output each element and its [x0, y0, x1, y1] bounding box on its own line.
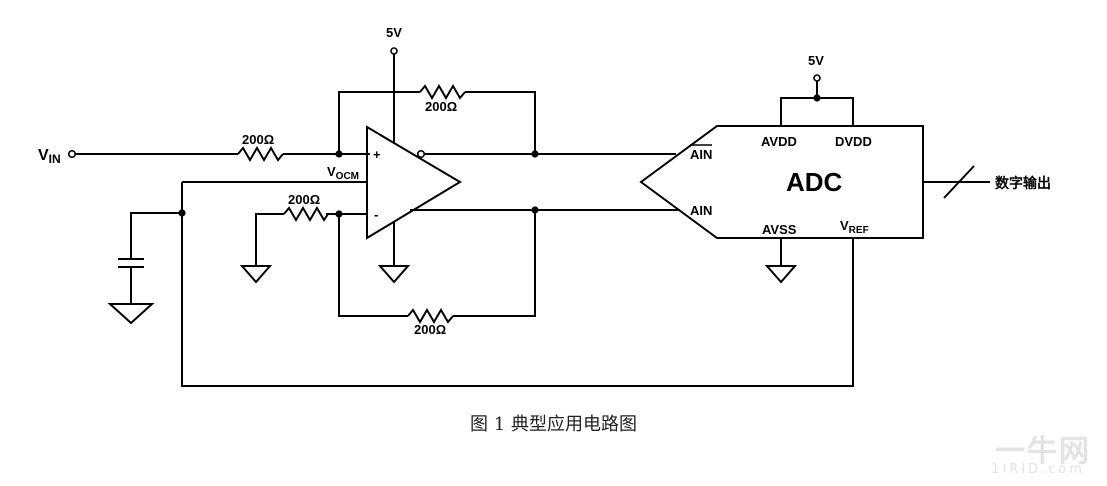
gnd-resistor-label: 200Ω: [288, 192, 320, 207]
opamp-ground-symbol: [377, 265, 411, 284]
supply-label-adc: 5V: [808, 53, 824, 68]
avdd-label: AVDD: [761, 134, 797, 149]
junction-dot: [178, 209, 186, 217]
watermark-logo: 一牛网: [995, 434, 1091, 469]
gnd-resistor: [283, 206, 329, 222]
vin-label: VIN: [38, 147, 61, 166]
opamp-inverting-output-bubble: [416, 150, 425, 159]
feedback-bottom-wire: [338, 214, 408, 317]
gnd-resistor-ground-symbol: [239, 265, 273, 284]
avss-label: AVSS: [762, 222, 797, 237]
junction-dot: [531, 150, 539, 158]
feedback-bottom-resistor: [407, 308, 454, 324]
digital-output-bus-slash: [943, 165, 975, 199]
junction-dot: [335, 210, 343, 218]
opamp-supply-terminal: [390, 47, 398, 55]
ain-label: AIN: [690, 203, 712, 218]
junction-dot: [813, 94, 821, 102]
feedback-bottom-wire-right: [453, 210, 536, 317]
vref-label: VREF: [840, 218, 869, 236]
watermark-url: 1IRID.com: [991, 462, 1085, 477]
adc-supply-terminal: [813, 74, 821, 82]
vin-terminal: [68, 150, 77, 159]
gnd-resistor-wire: [255, 213, 284, 266]
minus-input-label: -: [374, 207, 378, 222]
vocm-label: VOCM: [327, 164, 359, 182]
input-resistor-label: 200Ω: [242, 132, 274, 147]
feedback-bottom-resistor-label: 200Ω: [414, 322, 446, 337]
figure-caption: 图 1 典型应用电路图: [470, 414, 637, 435]
feedback-top-resistor-label: 200Ω: [425, 99, 457, 114]
capacitor-ground-symbol: [107, 303, 155, 325]
feedback-top-resistor: [419, 84, 466, 100]
adc-supply-bus: [780, 97, 854, 126]
input-resistor: [237, 146, 284, 162]
adc-ground-symbol: [764, 265, 798, 284]
ain-bar-label: AIN: [690, 147, 712, 162]
digital-output-label: 数字输出: [995, 175, 1051, 192]
supply-label-opamp: 5V: [386, 25, 402, 40]
feedback-top-wire: [338, 91, 420, 154]
feedback-top-wire-right: [465, 91, 536, 154]
junction-dot: [531, 206, 539, 214]
adc-block: [639, 125, 924, 239]
vref-loop-wire: [181, 182, 854, 387]
capacitor-wire-top: [130, 212, 182, 259]
dvdd-label: DVDD: [835, 134, 872, 149]
op-amp: [366, 125, 462, 240]
junction-dot: [335, 150, 343, 158]
adc-title: ADC: [786, 167, 843, 197]
plus-input-label: +: [373, 147, 381, 162]
